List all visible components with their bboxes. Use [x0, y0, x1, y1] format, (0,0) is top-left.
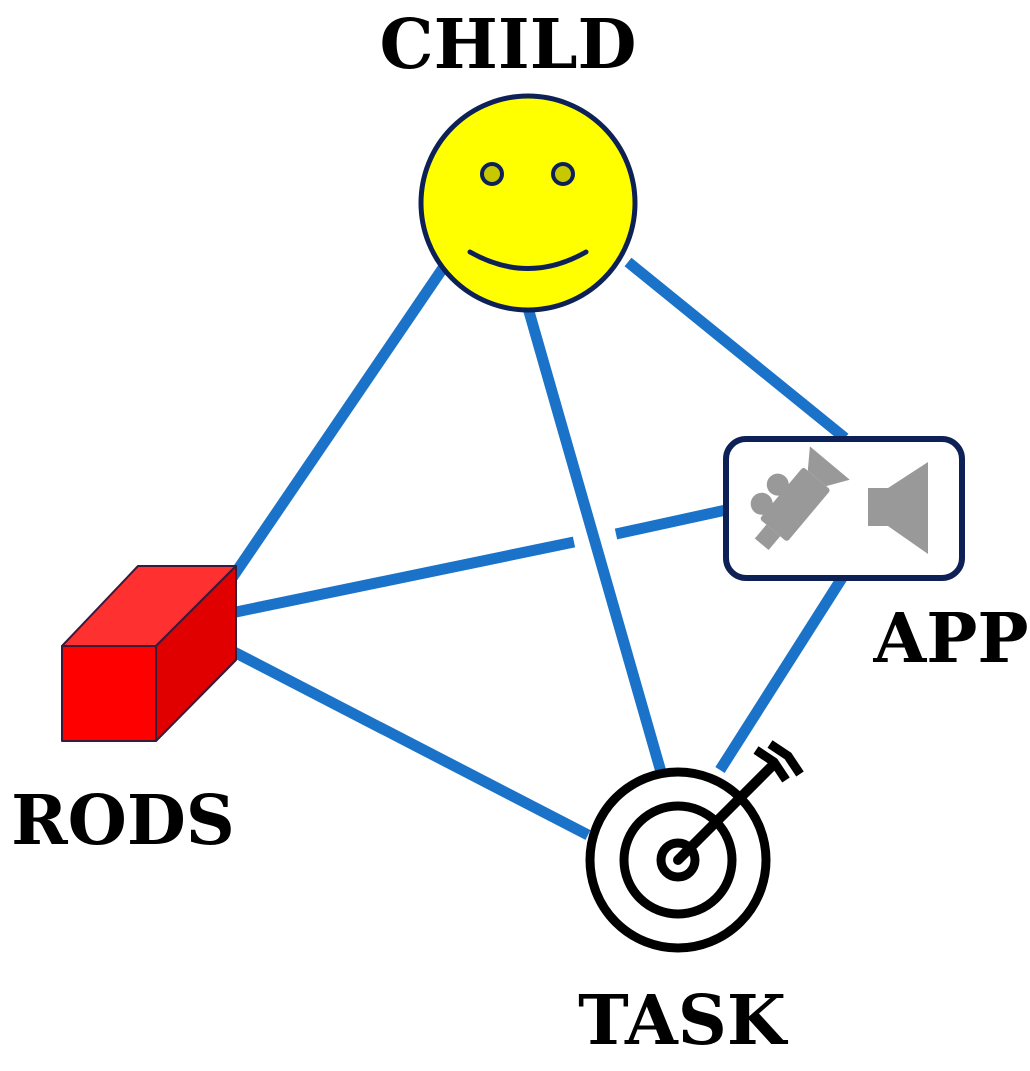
app-label: APP [872, 599, 1028, 679]
app-box-icon [723, 436, 965, 581]
edge-rods-app [234, 504, 728, 618]
edge-child-rods [227, 264, 448, 582]
task-label: TASK [578, 981, 789, 1061]
connector-lines [227, 257, 849, 840]
task-node: TASK [578, 740, 804, 1061]
red-rod-block-icon [61, 565, 237, 742]
edge-rods-task [231, 647, 591, 840]
app-node: APP [723, 436, 1029, 679]
video-camera-icon [750, 446, 850, 551]
child-node: CHILD [380, 5, 638, 313]
smiley-face-icon [418, 93, 638, 313]
child-label: CHILD [380, 5, 637, 85]
rods-label: RODS [11, 781, 235, 861]
edge-child-app [624, 257, 849, 443]
target-arrow-icon [585, 740, 804, 953]
rods-node: RODS [11, 565, 237, 861]
edge-child-task [522, 306, 667, 774]
speaker-icon [868, 462, 928, 554]
edge-app-task [715, 575, 847, 773]
